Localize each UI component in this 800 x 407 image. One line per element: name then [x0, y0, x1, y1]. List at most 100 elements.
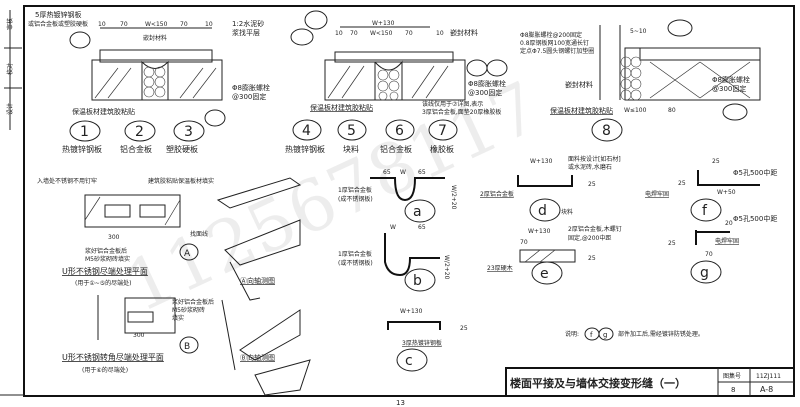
drawing-line — [377, 69, 400, 101]
part-note: 2厚铝合金板 — [480, 190, 514, 198]
dim: 25 — [588, 255, 596, 262]
detail-label: 橡胶板 — [430, 144, 454, 154]
drawing-line — [411, 65, 435, 99]
drawing-line — [139, 204, 166, 218]
dim: 25 — [712, 158, 720, 165]
bolt-spacing: @300固定 — [232, 92, 266, 101]
part-letter: d — [538, 203, 547, 219]
drawing-line — [620, 78, 632, 90]
detail-4-7: W+130 10 70 W<150 70 10 嵌封材料 Φ8膨胀螺栓 @300… — [285, 10, 508, 154]
drawing-line — [124, 297, 176, 334]
detail-number: 1 — [80, 124, 89, 140]
part-letter: g — [700, 265, 709, 281]
note-ref: g — [603, 331, 607, 339]
drawing-line — [384, 233, 440, 277]
dim: W<150 — [370, 30, 393, 37]
part-note: 或水泥砖,水磨石 — [568, 163, 612, 171]
dim: 80 — [668, 107, 676, 114]
insulation-label: 保温板材建筑胶粘贴 — [310, 103, 373, 112]
part-letter: c — [405, 353, 413, 369]
detail-number: 6 — [395, 123, 404, 139]
detail-number-circle — [124, 120, 156, 142]
drawing-line — [404, 268, 436, 292]
part-g: 20 Φ5孔500中距 25 电焊牢固 70 g — [668, 214, 777, 284]
detail-label: 热镀锌钢板 — [285, 144, 325, 154]
insulation-label: 保温板材建筑胶粘贴 — [550, 106, 613, 115]
part-note: (或不锈钢板) — [338, 259, 373, 267]
drawing-line — [334, 51, 454, 63]
note: 定点Φ7.5圆头钢螺钉加垫圈 — [520, 47, 594, 55]
drawing-line — [143, 86, 155, 98]
part-d: W+130 面料按设计[如石材] 或水泥砖,水磨石 25 2厚铝合金板 d 块料 — [480, 155, 621, 222]
general-note: 说明: f g 部件加工后,需经镀锌防锈处理。 — [565, 327, 704, 341]
dim: W+130 — [530, 158, 553, 165]
drawing-line — [370, 177, 445, 202]
drawing-line — [341, 65, 365, 99]
part-note: 1厚铝合金板 — [338, 250, 372, 258]
drawing-line — [84, 196, 181, 226]
part-note: (成不锈钢板) — [338, 195, 373, 203]
drawing-line — [104, 204, 131, 218]
note-text: 部件加工后,需经镀锌防锈处理。 — [618, 330, 704, 338]
detail-number-circle — [173, 120, 205, 142]
page-number: 13 — [396, 399, 405, 407]
drawing-line — [531, 261, 563, 285]
axon-label: Ⓐ向轴测图 — [240, 276, 275, 285]
note-ref: f — [590, 331, 593, 339]
title-block: 楼面平接及与墙体交接变形缝（一） 图集号 11ZJ111 8 A-8 — [505, 367, 795, 397]
detail-number: 3 — [184, 124, 193, 140]
drawing-line — [377, 69, 389, 81]
part-a: 65 W 65 1厚铝合金板 (成不锈钢板) W/2+20 a — [338, 169, 457, 223]
drawing-line — [649, 61, 751, 99]
drawing-line — [179, 243, 199, 261]
note: 浆好铝合金板后 — [172, 298, 214, 306]
drawing-no-label: 图集号 — [723, 372, 741, 380]
drawing-line — [141, 60, 169, 101]
view-marker: A — [184, 249, 191, 259]
drawing-line — [377, 80, 389, 92]
part-c: W+130 25 3厚热镀锌钢板 c — [387, 308, 468, 372]
page-value: 8 — [731, 386, 735, 394]
dim: 10 — [436, 30, 444, 37]
part-letter: e — [540, 266, 549, 282]
dim: W+130 — [528, 228, 551, 235]
detail-8: Φ8膨胀螺栓@200固定 0.8厚钢板网100宽通长钉 定点Φ7.5圆头钢螺钉加… — [520, 19, 761, 142]
drawing-line — [389, 91, 399, 101]
bolt-label: Φ8膨胀螺栓 — [468, 79, 506, 88]
dim: 65 — [418, 169, 426, 176]
detail-number: 7 — [438, 123, 447, 139]
drawing-line — [699, 61, 751, 99]
part-note: Φ5孔500中距 — [733, 214, 777, 223]
dim: 10 — [98, 21, 106, 28]
drawing-line — [229, 261, 261, 301]
margin-label: 审核 — [6, 18, 14, 30]
dim: W<150 — [145, 21, 168, 28]
drawing-line — [620, 56, 632, 68]
dim: 70 — [405, 30, 413, 37]
dim: 65 — [383, 169, 391, 176]
margin-strip: 审核 校对 设计 — [4, 10, 22, 130]
dim: W — [390, 224, 396, 231]
dim: W/2+20 — [450, 185, 457, 210]
part-note: 电焊牢固 — [645, 190, 669, 198]
dim: 20 — [725, 220, 733, 227]
detail-1-3: 5厚热镀锌钢板 或铝合金板或塑胶硬板 10 70 W<150 70 10 1:2… — [28, 10, 270, 154]
drawing-line — [127, 311, 154, 323]
dim: 65 — [418, 224, 426, 231]
drawing-line — [374, 60, 403, 101]
plan-title: U形不锈钢转角尽端处理平面 — [62, 352, 164, 362]
drawing-line — [404, 199, 436, 223]
drawing-line — [649, 61, 701, 99]
drawing-line — [630, 67, 642, 79]
dim: 70 — [180, 21, 188, 28]
drawing-line — [385, 119, 415, 141]
drawing-line — [84, 196, 101, 221]
part-note: 2厚铝合金板,木螺钉 — [568, 225, 622, 233]
detail-number: 2 — [135, 124, 144, 140]
drawing-line — [179, 336, 199, 354]
drawing-line — [388, 69, 400, 81]
dim: 5~10 — [630, 28, 647, 35]
detail-number: 4 — [302, 123, 311, 139]
drawing-line — [466, 59, 488, 77]
